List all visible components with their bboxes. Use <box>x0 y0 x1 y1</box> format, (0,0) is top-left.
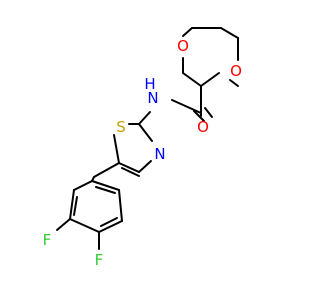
carbonyl-oxygen-atom: O <box>197 118 209 136</box>
amide-nitrogen-atom: N <box>147 89 158 107</box>
amide-group <box>138 85 213 125</box>
methylene-bond <box>93 162 120 178</box>
bond <box>113 134 120 164</box>
sulfur-atom: S <box>116 118 126 136</box>
bond <box>171 99 202 114</box>
bond <box>182 27 193 37</box>
fluorine-bond <box>56 218 71 231</box>
bond <box>193 110 205 122</box>
bond <box>138 111 151 125</box>
bond <box>121 167 140 177</box>
benzene-ring <box>69 180 123 233</box>
bond <box>220 27 239 39</box>
dioxane-ring <box>182 27 239 87</box>
bond <box>98 220 123 233</box>
ring-nitrogen-atom: N <box>154 145 165 163</box>
fluorine-atom: F <box>43 231 52 249</box>
bond <box>91 180 120 191</box>
bond <box>138 160 152 173</box>
oxygen-atom: O <box>177 37 189 55</box>
bond <box>100 217 118 227</box>
structure-drawing: O O O H N S N F F <box>43 27 242 269</box>
bond <box>138 123 153 142</box>
bond <box>118 189 123 222</box>
thiazole-ring <box>113 123 153 177</box>
bond <box>118 162 140 173</box>
fluorine-atom: F <box>95 251 104 269</box>
bond <box>69 189 75 220</box>
bond <box>73 180 93 191</box>
oxygen-atom: O <box>230 62 242 80</box>
bond <box>95 186 116 194</box>
bond <box>73 196 78 216</box>
bond <box>204 107 213 118</box>
amide-hydrogen-atom: H <box>144 75 155 93</box>
molecule-diagram: O O O H N S N F F <box>43 27 242 269</box>
bond <box>182 72 202 87</box>
bond <box>229 79 239 87</box>
bond <box>200 72 220 87</box>
bond <box>69 218 100 233</box>
